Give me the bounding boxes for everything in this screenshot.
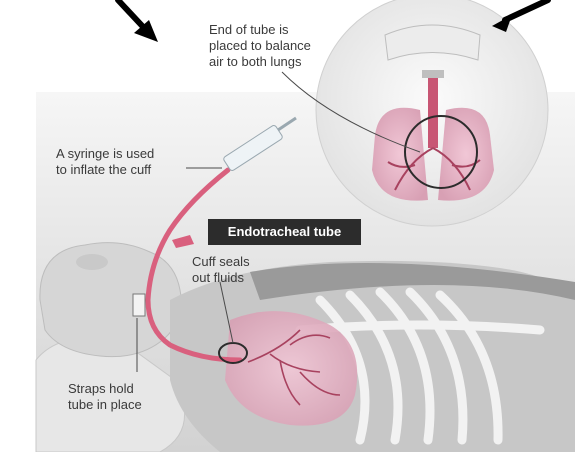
end-of-tube-label: End of tube is placed to balance air to … xyxy=(209,22,311,70)
endotracheal-tube-tag: Endotracheal tube xyxy=(208,219,361,245)
cuff-label: Cuff seals out fluids xyxy=(192,254,250,286)
bite-block xyxy=(133,294,145,316)
syringe-label: A syringe is used to inflate the cuff xyxy=(56,146,154,178)
ear xyxy=(76,254,108,270)
straps-label: Straps hold tube in place xyxy=(68,381,142,413)
